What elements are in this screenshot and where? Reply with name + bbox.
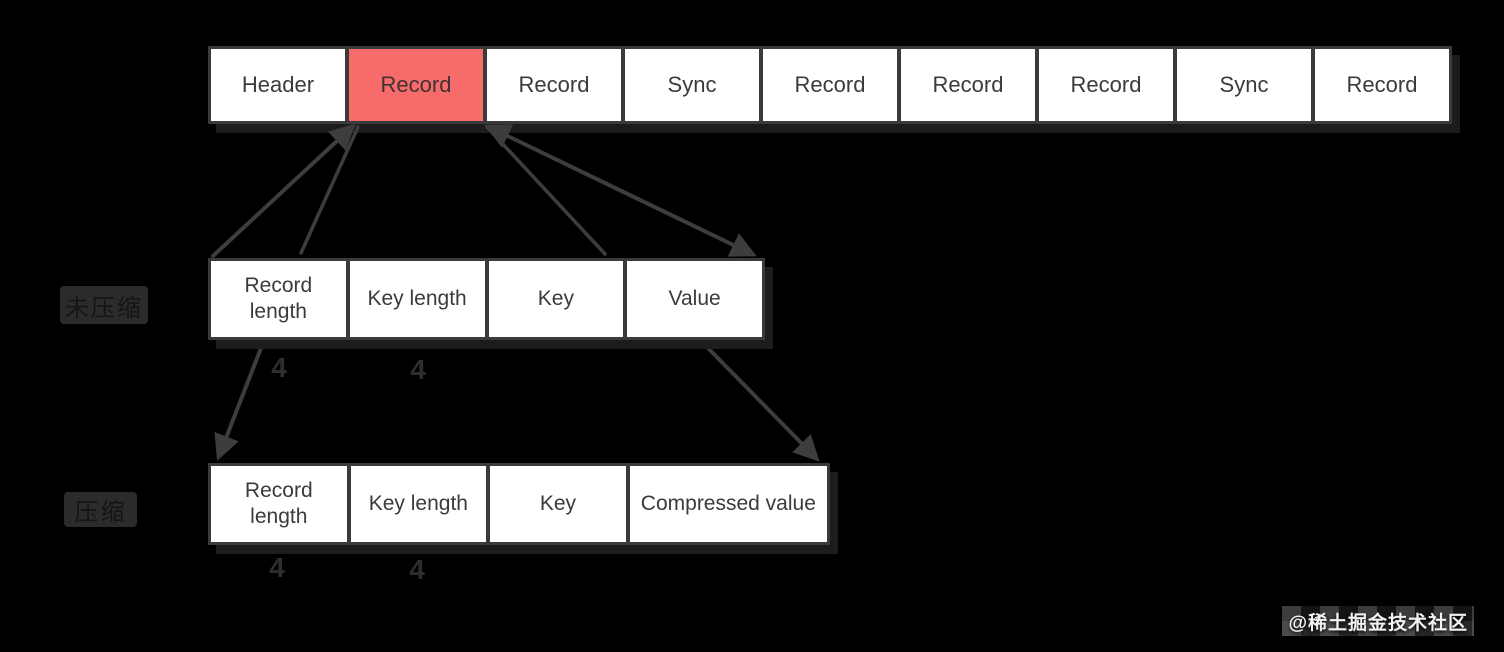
uncompressed-record-row: Record length Key length Key Value [208,258,765,340]
connector-value-to-compressed-value-right [701,341,820,462]
cell-record-length: Record length [211,261,346,337]
cell-sync: Sync [1177,49,1311,121]
cell-key-length: Key length [349,261,485,337]
connector-record-to-right-corner [484,124,757,257]
cell-value: Value [627,261,762,337]
cell-sync: Sync [625,49,759,121]
cell-record: Record [1039,49,1173,121]
byte-size-marker: 4 [410,354,426,385]
compressed-record-row: Record length Key length Key Compressed … [208,463,830,545]
connector-record-to-left-corner [211,123,356,258]
connector-uncompressed-to-compressed-left [214,341,265,461]
byte-size-marker: 4 [409,554,425,585]
cell-header: Header [211,49,345,121]
juejin-watermark: @稀土掘金技术社区 [1282,606,1474,636]
byte-size-marker: 4 [271,352,287,383]
connector-record-right-sketch-stroke [485,125,607,256]
cell-record-length: Record length [211,466,347,542]
byte-size-marker: 4 [269,552,285,583]
connector-record-left-sketch-stroke [299,125,360,255]
cell-key-length: Key length [350,466,487,542]
cell-record-highlighted: Record [349,49,483,121]
file-layout-row: Header Record Record Sync Record Record … [208,46,1452,124]
uncompressed-label: 未压缩 [60,286,148,324]
compressed-label: 压缩 [64,492,137,527]
cell-record: Record [1315,49,1449,121]
cell-record: Record [901,49,1035,121]
cell-record: Record [763,49,897,121]
cell-key: Key [488,261,624,337]
cell-record: Record [487,49,621,121]
cell-compressed-value: Compressed value [629,466,828,542]
cell-key: Key [490,466,626,542]
